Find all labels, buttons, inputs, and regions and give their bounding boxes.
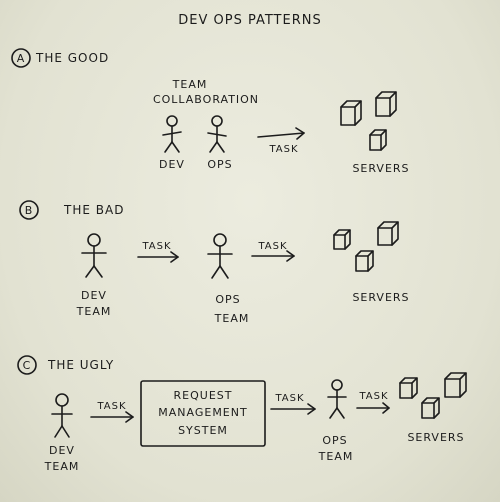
section-ugly: C THE UGLY DEV TEAM TASK REQUEST MANAGEM… (17, 355, 467, 473)
task-arrow (90, 411, 134, 423)
dev-team-label-line-1: DEV (49, 444, 75, 457)
ops-person-figure (207, 115, 227, 153)
dev-team-label-line-1: DEV (81, 289, 107, 302)
team-collaboration-note-line-2: COLLABORATION (153, 93, 259, 106)
section-c-heading: THE UGLY (47, 358, 114, 372)
dev-team-person-figure (51, 393, 73, 438)
task-arrow-label: TASK (141, 241, 171, 252)
task-arrow-label: TASK (268, 144, 298, 155)
server-cube (333, 229, 351, 250)
section-a-heading: THE GOOD (35, 51, 109, 65)
server-cube (377, 221, 399, 246)
box-label-line-1: REQUEST (174, 389, 233, 402)
task-arrow-label: TASK (257, 241, 287, 252)
dev-team-label-line-2: TEAM (76, 305, 112, 318)
servers-label: SERVERS (352, 291, 409, 304)
ops-person-label: OPS (207, 158, 232, 171)
section-good: A THE GOOD TEAM COLLABORATION DEV OPS TA… (11, 48, 409, 175)
servers-label: SERVERS (352, 162, 409, 175)
section-a-marker: A (17, 52, 26, 65)
server-cube (369, 129, 387, 151)
ops-team-label-line-1: OPS (215, 293, 240, 306)
task-arrow (251, 250, 295, 262)
request-management-system-box: REQUEST MANAGEMENT SYSTEM (140, 380, 266, 447)
server-cube (399, 377, 418, 399)
dev-person-label: DEV (159, 158, 185, 171)
task-arrow-label: TASK (274, 393, 304, 404)
section-a-marker-circle (11, 48, 31, 68)
server-cube (355, 250, 374, 272)
server-cube (444, 372, 467, 398)
server-cube (375, 91, 397, 117)
task-arrow-label: TASK (358, 391, 388, 402)
section-c-marker: C (23, 359, 32, 372)
box-label-line-3: SYSTEM (178, 424, 228, 437)
section-b-heading: THE BAD (63, 203, 124, 217)
server-cube (340, 100, 362, 126)
task-arrow-label: TASK (96, 401, 126, 412)
section-b-marker-circle (19, 200, 39, 220)
dev-team-person-figure (81, 233, 107, 278)
ops-team-person-figure (327, 379, 347, 419)
task-arrow (137, 251, 179, 263)
box-label-line-2: MANAGEMENT (158, 406, 247, 419)
section-b-marker: B (25, 204, 34, 217)
dev-person-figure (162, 115, 182, 153)
server-cube (421, 397, 440, 419)
task-arrow (270, 403, 316, 415)
ops-team-label-line-2: TEAM (214, 312, 250, 325)
ops-team-label-line-1: OPS (322, 434, 347, 447)
section-c-marker-circle (17, 355, 37, 375)
task-arrow (356, 402, 390, 414)
section-bad: B THE BAD DEV TEAM TASK OPS TEAM T (19, 200, 409, 325)
ops-team-person-figure (207, 233, 233, 279)
diagram-title: DEV OPS PATTERNS (178, 13, 321, 28)
team-collaboration-note-line-1: TEAM (172, 78, 208, 91)
servers-label: SERVERS (407, 431, 464, 444)
ops-team-label-line-2: TEAM (318, 450, 354, 463)
dev-team-label-line-2: TEAM (44, 460, 80, 473)
task-arrow (257, 127, 305, 140)
